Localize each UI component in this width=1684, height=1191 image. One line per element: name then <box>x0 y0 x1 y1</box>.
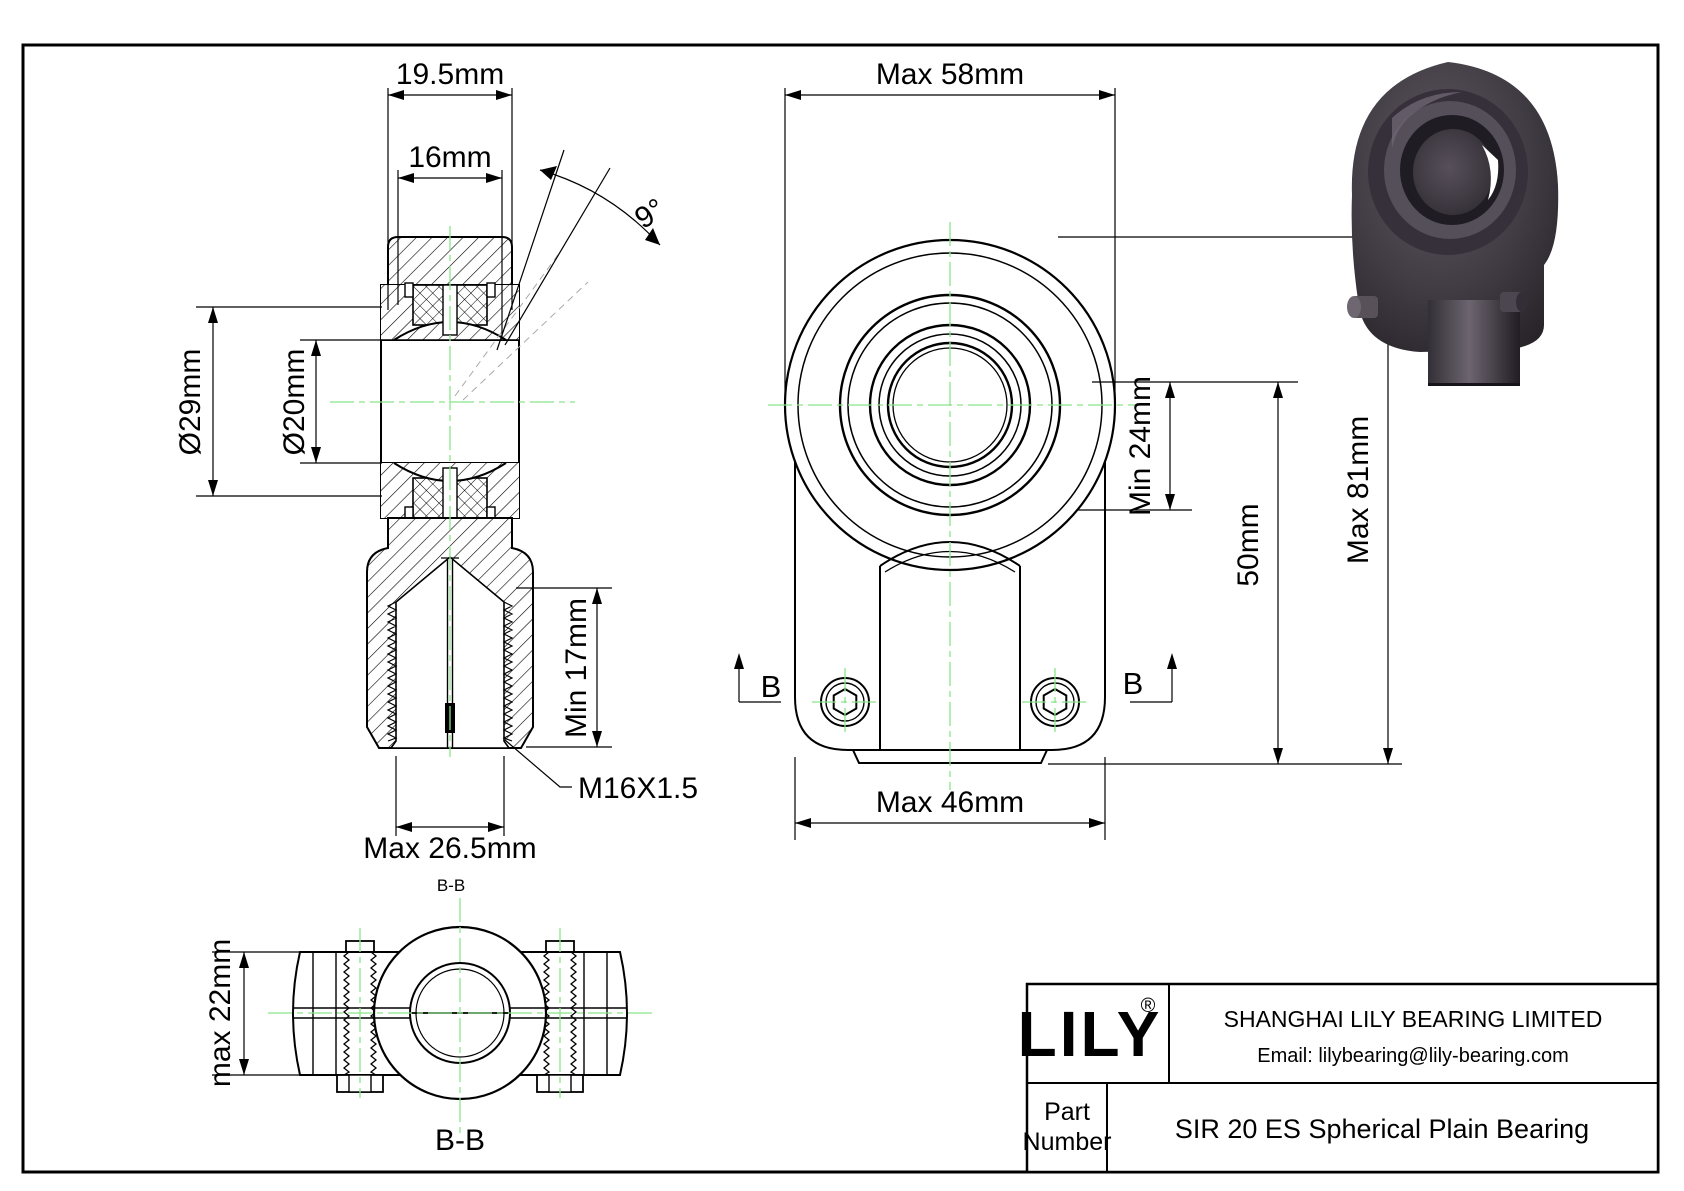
company-email: Email: lilybearing@lily-bearing.com <box>1257 1045 1569 1067</box>
company-name: SHANGHAI LILY BEARING LIMITED <box>1224 1006 1603 1032</box>
dim-head-to-face: Min 24mm <box>1124 376 1157 516</box>
side-section-view <box>366 236 589 749</box>
dim-body-width: Max 46mm <box>876 786 1024 819</box>
thread-right <box>502 601 514 742</box>
dim-bore: Ø20mm <box>278 349 311 456</box>
company-logo: LILY <box>1018 998 1163 1070</box>
bearing-3d-render <box>1347 62 1559 386</box>
section-ref-small: B-B <box>437 876 465 895</box>
part-name: SIR 20 ES Spherical Plain Bearing <box>1175 1114 1589 1144</box>
registered-mark: ® <box>1141 995 1156 1017</box>
section-view-label: B-B <box>435 1124 485 1157</box>
render-pin-left <box>1347 296 1378 318</box>
dim-total-height: Max 81mm <box>1342 416 1375 564</box>
part-label-line1: Part <box>1044 1098 1090 1126</box>
render-bore-highlight <box>1482 145 1499 200</box>
render-shank <box>1428 300 1520 385</box>
section-letter-left: B <box>761 669 782 704</box>
dim-thread-depth: Min 17mm <box>560 598 593 738</box>
centerlines <box>268 222 1135 1135</box>
dimension-texts: 19.5mm 16mm 9° Ø29mm Ø20mm Min 17mm M16X… <box>174 58 1375 1157</box>
render-pin-right <box>1500 292 1528 312</box>
dimension-lines <box>196 88 1402 1076</box>
dim-sphere-od: Ø29mm <box>174 349 207 456</box>
dim-center-height: 50mm <box>1232 503 1265 586</box>
title-block: LILY ® SHANGHAI LILY BEARING LIMITED Ema… <box>1018 982 1660 1174</box>
dim-tilt-angle: 9° <box>629 192 671 235</box>
threaded-bore <box>389 555 511 749</box>
dimension-arrows <box>208 90 1393 1075</box>
dim-shank-width: Max 26.5mm <box>363 832 536 865</box>
dim-ring-width: 19.5mm <box>396 58 504 91</box>
render-bore <box>1413 129 1493 215</box>
dim-bb-height: max 22mm <box>204 939 237 1087</box>
thread-left <box>386 601 398 742</box>
dim-head-width: Max 58mm <box>876 58 1024 91</box>
dim-ball-width: 16mm <box>408 141 491 174</box>
part-label-line2: Number <box>1023 1128 1112 1156</box>
section-letter-right: B <box>1123 666 1144 701</box>
drawing-border <box>21 43 1660 1174</box>
dim-thread-spec: M16X1.5 <box>578 772 698 805</box>
